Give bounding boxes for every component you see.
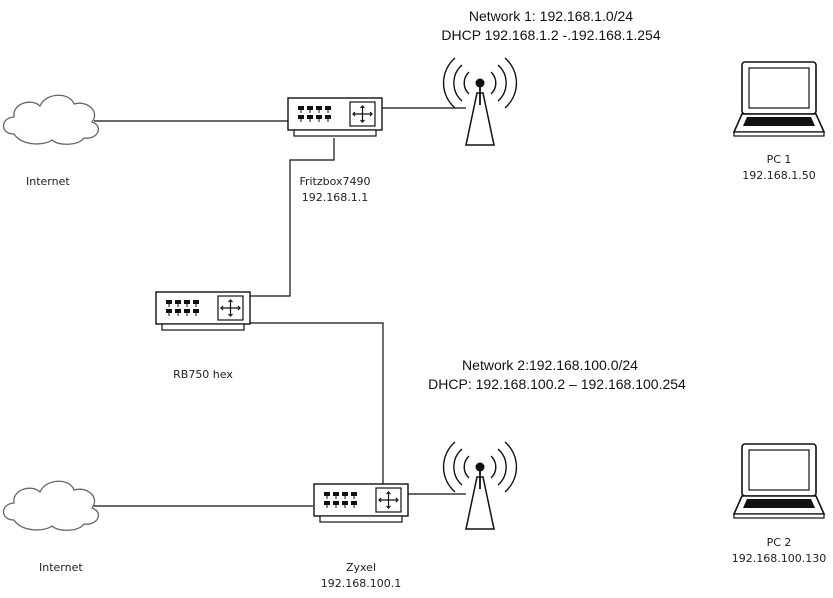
laptop-icon [733,61,825,137]
pc1-ip: 192.168.1.50 [742,169,815,182]
network-1-title: Network 1: 192.168.1.0/24 [469,8,633,24]
fritzbox-ip: 192.168.1.1 [302,191,368,204]
router-icon [287,97,383,137]
zyxel-ip: 192.168.100.1 [321,577,401,590]
wireless-antenna-icon [442,57,518,146]
network-2-title: Network 2:192.168.100.0/24 [462,357,638,373]
pc2-name: PC 2 [767,536,792,549]
link-rb750-zyxel [250,322,384,484]
pc2-ip: 192.168.100.130 [732,552,826,565]
connection-lines [94,107,466,507]
link-fritzbox-rb750 [250,138,335,297]
internet-label-bottom: Internet [39,561,83,574]
wireless-antenna-icon [442,441,518,530]
router-icon [155,291,251,331]
network-1-dhcp: DHCP 192.168.1.2 -.192.168.1.254 [441,27,660,43]
zyxel-name: Zyxel [346,561,376,574]
network-2-dhcp: DHCP: 192.168.100.2 – 192.168.100.254 [428,376,686,392]
router-icon [313,483,409,523]
cloud-icon [2,480,100,531]
laptop-icon [733,443,825,519]
internet-label-top: Internet [26,175,70,188]
pc1-name: PC 1 [767,153,792,166]
cloud-icon [2,94,100,145]
fritzbox-name: Fritzbox7490 [299,175,370,188]
rb750-name: RB750 hex [173,368,233,381]
